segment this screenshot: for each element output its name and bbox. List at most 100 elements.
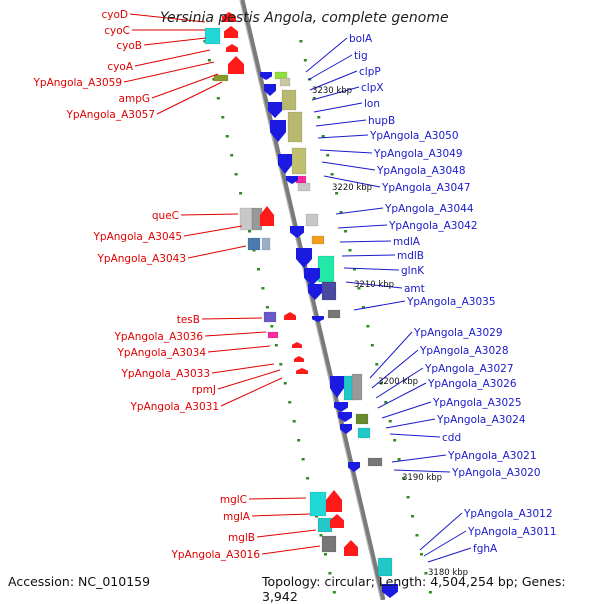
gene-box [321, 535, 337, 553]
gene-label-ypangola_a3027: YpAngola_A3027 [424, 363, 514, 375]
gene-box [355, 413, 369, 425]
gene-label-ypangola_a3033: YpAngola_A3033 [120, 368, 210, 380]
leader-line [389, 433, 441, 438]
gene-label-mgla: mglA [223, 511, 251, 523]
tick-mark [248, 230, 252, 233]
tick-mark [384, 401, 388, 404]
leader-line [321, 161, 376, 171]
gene-box [267, 331, 279, 339]
leader-line [261, 545, 321, 555]
leader-line [201, 317, 263, 320]
tick-mark [402, 477, 406, 480]
gene-label-mdlb: mdlB [397, 250, 424, 262]
gene-label-ypangola_a3011: YpAngola_A3011 [467, 526, 557, 538]
leader-line [423, 530, 467, 557]
tick-mark [317, 116, 321, 119]
tick-marks [203, 40, 432, 594]
gene-labels: cyoDcyoCcyoBcyoAYpAngola_A3059ampGYpAngo… [32, 9, 556, 561]
gene-box [297, 182, 311, 192]
tick-mark [339, 211, 343, 214]
leader-line [129, 13, 206, 23]
gene-label-lon: lon [364, 98, 380, 110]
gene-label-cdd: cdd [442, 432, 461, 444]
gene-label-ypangola_a3057: YpAngola_A3057 [65, 109, 155, 121]
leader-line [204, 331, 267, 337]
leader-line [180, 213, 239, 216]
tick-mark [344, 230, 348, 233]
gene-arrow-reverse [268, 102, 282, 118]
gene-arrow-reverse [290, 226, 304, 238]
gene-label-cyoa: cyoA [107, 61, 133, 73]
leader-line [371, 349, 419, 389]
leader-line [381, 401, 432, 419]
gene-label-clpx: clpX [361, 82, 384, 94]
tick-mark [319, 534, 323, 537]
leader-line [337, 224, 388, 229]
gene-arrow-reverse [270, 120, 286, 142]
leader-line [419, 512, 463, 551]
tick-mark [312, 97, 316, 100]
leader-line [341, 254, 396, 257]
tick-mark [270, 325, 274, 328]
leader-line [248, 497, 307, 500]
leader-line [323, 175, 381, 188]
leader-line [391, 454, 447, 463]
gene-label-ypangola_a3043: YpAngola_A3043 [96, 253, 186, 265]
scale-label: 3220 kbp [332, 183, 372, 193]
gene-label-mdla: mdlA [393, 236, 421, 248]
gene-arrow-forward [284, 312, 296, 320]
leader-line [156, 81, 223, 115]
tick-mark [234, 173, 238, 176]
gene-label-fgha: fghA [473, 543, 498, 555]
gene-label-ypangola_a3036: YpAngola_A3036 [113, 331, 203, 343]
leader-line [345, 281, 403, 289]
gene-label-mglc: mglC [220, 494, 247, 506]
leader-line [220, 377, 283, 407]
gene-box [281, 89, 297, 111]
gene-box [287, 111, 303, 143]
tick-mark [326, 154, 330, 157]
gene-features [204, 12, 398, 598]
genome-backbone-highlight [239, 0, 382, 600]
gene-box [357, 427, 371, 439]
scale-label: 3200 kbp [378, 377, 418, 387]
tick-mark [424, 572, 428, 575]
gene-box [239, 207, 253, 231]
leader-line [307, 54, 353, 81]
gene-label-ypangola_a3047: YpAngola_A3047 [381, 182, 471, 194]
leader-line [315, 119, 367, 127]
gene-arrow-reverse [340, 424, 352, 434]
tick-mark [216, 97, 220, 100]
gene-arrow-reverse [286, 176, 298, 184]
gene-label-ypangola_a3012: YpAngola_A3012 [463, 508, 553, 520]
leader-line [311, 86, 360, 101]
gene-arrow-reverse [334, 402, 348, 412]
gene-arrow-forward [228, 56, 244, 74]
gene-arrow-forward [226, 44, 238, 52]
leader-line [309, 70, 358, 91]
tick-mark [292, 420, 296, 423]
gene-box [261, 237, 271, 251]
gene-label-ypangola_a3035: YpAngola_A3035 [406, 296, 496, 308]
tick-mark [406, 496, 410, 499]
gene-box [263, 311, 277, 323]
tick-mark [428, 591, 432, 594]
leader-line [143, 37, 207, 46]
tick-mark [330, 173, 334, 176]
gene-label-clpp: clpP [359, 66, 381, 78]
leader-line [369, 331, 413, 379]
gene-arrow-reverse [382, 584, 398, 598]
tick-mark [203, 40, 207, 43]
tick-mark [301, 458, 305, 461]
tick-mark [315, 515, 319, 518]
gene-label-ypangola_a3025: YpAngola_A3025 [432, 397, 522, 409]
genome-title: Yersinia pestis Angola, complete genome [160, 10, 449, 26]
leader-line [335, 207, 384, 215]
gene-arrow-reverse [312, 316, 324, 322]
gene-label-cyob: cyoB [116, 40, 142, 52]
gene-label-ypangola_a3034: YpAngola_A3034 [116, 347, 206, 359]
gene-arrow-forward [260, 206, 274, 226]
leader-line [377, 382, 427, 409]
tick-mark [303, 59, 307, 62]
